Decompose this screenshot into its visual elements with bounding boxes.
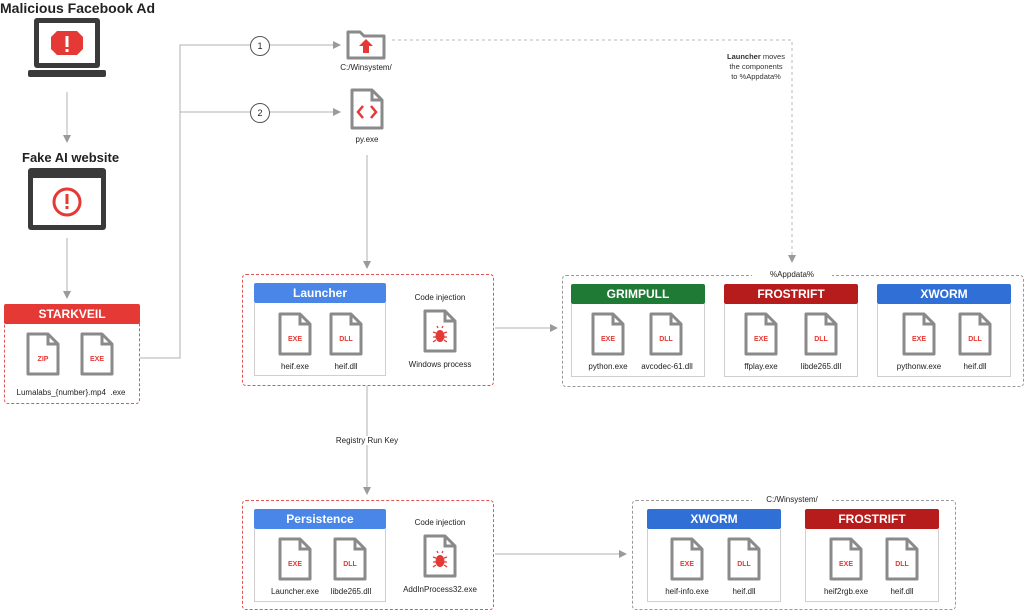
- launcher-dll-name: heif.dll: [334, 362, 358, 371]
- winsystem-frostrift-dll-name: heif.dll: [890, 587, 914, 596]
- launcher-injection-label: Code injection: [414, 293, 466, 302]
- launcher-header: Launcher: [254, 283, 386, 303]
- ad-title: Malicious Facebook Ad: [0, 0, 156, 16]
- arrow-moves-components: [392, 39, 796, 263]
- frostrift-dll-name: libde265.dll: [800, 362, 842, 371]
- launcher-bug-file-icon: [423, 309, 457, 358]
- zip-file-icon: ZIP: [26, 332, 60, 376]
- launcher-exe-icon: EXE: [278, 312, 312, 356]
- xworm-dll-name: heif.dll: [963, 362, 987, 371]
- step-one-circle: 1: [250, 36, 270, 56]
- persistence-injection-target: AddInProcess32.exe: [403, 585, 477, 594]
- xworm-dll-icon: DLL: [958, 312, 992, 356]
- appdata-title: %Appdata%: [752, 270, 832, 279]
- move-note-line2: the components: [729, 62, 783, 71]
- winsystem-title: C:/Winsystem/: [752, 495, 832, 504]
- winsystem-xworm-exe-icon: EXE: [670, 537, 704, 581]
- winsystem-folder-label: C:/Winsystem/: [340, 63, 392, 72]
- frostrift-exe-icon: EXE: [744, 312, 778, 356]
- launcher-exe-name: heif.exe: [280, 362, 310, 371]
- persistence-bug-file-icon: [423, 534, 457, 583]
- frostrift-exe-name: ffplay.exe: [744, 362, 778, 371]
- winsystem-xworm-dll-icon: DLL: [727, 537, 761, 581]
- persistence-exe-name: Launcher.exe: [270, 587, 320, 596]
- starkveil-caption: Lumalabs_{number}.mp4 .exe: [16, 388, 126, 397]
- winsystem-xworm-exe-name: heif-info.exe: [665, 587, 709, 596]
- xworm-group: [877, 304, 1011, 377]
- registry-run-key-label: Registry Run Key: [322, 436, 412, 445]
- move-note-rest: moves: [760, 52, 785, 61]
- move-note: Launcher moves the components to %Appdat…: [715, 52, 797, 82]
- starkveil-header: STARKVEIL: [4, 304, 140, 324]
- frostrift-header: FROSTRIFT: [724, 284, 858, 304]
- launcher-dll-icon: DLL: [329, 312, 363, 356]
- move-note-line3: to %Appdata%: [731, 72, 781, 81]
- laptop-alert-icon: [28, 18, 106, 87]
- move-note-bold: Launcher: [727, 52, 761, 61]
- grimpull-exe-name: python.exe: [588, 362, 628, 371]
- winsystem-xworm-header: XWORM: [647, 509, 781, 529]
- pyexe-label: py.exe: [355, 135, 379, 144]
- xworm-exe-icon: EXE: [902, 312, 936, 356]
- winsystem-frostrift-dll-icon: DLL: [885, 537, 919, 581]
- browser-alert-icon: [28, 168, 106, 237]
- grimpull-exe-icon: EXE: [591, 312, 625, 356]
- winsystem-frostrift-exe-icon: EXE: [829, 537, 863, 581]
- grimpull-dll-name: avcodec-61.dll: [641, 362, 693, 371]
- exe-file-icon: EXE: [80, 332, 114, 376]
- persistence-dll-name: libde265.dll: [330, 587, 372, 596]
- persistence-dll-icon: DLL: [333, 537, 367, 581]
- folder-upload-icon: [346, 28, 386, 65]
- grimpull-dll-icon: DLL: [649, 312, 683, 356]
- frostrift-dll-icon: DLL: [804, 312, 838, 356]
- winsystem-xworm-dll-name: heif.dll: [732, 587, 756, 596]
- step-two-circle: 2: [250, 103, 270, 123]
- site-title: Fake AI website: [22, 150, 120, 165]
- persistence-header: Persistence: [254, 509, 386, 529]
- xworm-exe-name: pythonw.exe: [896, 362, 942, 371]
- xworm-header: XWORM: [877, 284, 1011, 304]
- script-file-icon: [350, 88, 384, 135]
- launcher-files-group: [254, 303, 386, 376]
- winsystem-frostrift-header: FROSTRIFT: [805, 509, 939, 529]
- grimpull-header: GRIMPULL: [571, 284, 705, 304]
- launcher-injection-target: Windows process: [408, 360, 472, 369]
- winsystem-frostrift-exe-name: heif2rgb.exe: [823, 587, 869, 596]
- persistence-exe-icon: EXE: [278, 537, 312, 581]
- persistence-injection-label: Code injection: [414, 518, 466, 527]
